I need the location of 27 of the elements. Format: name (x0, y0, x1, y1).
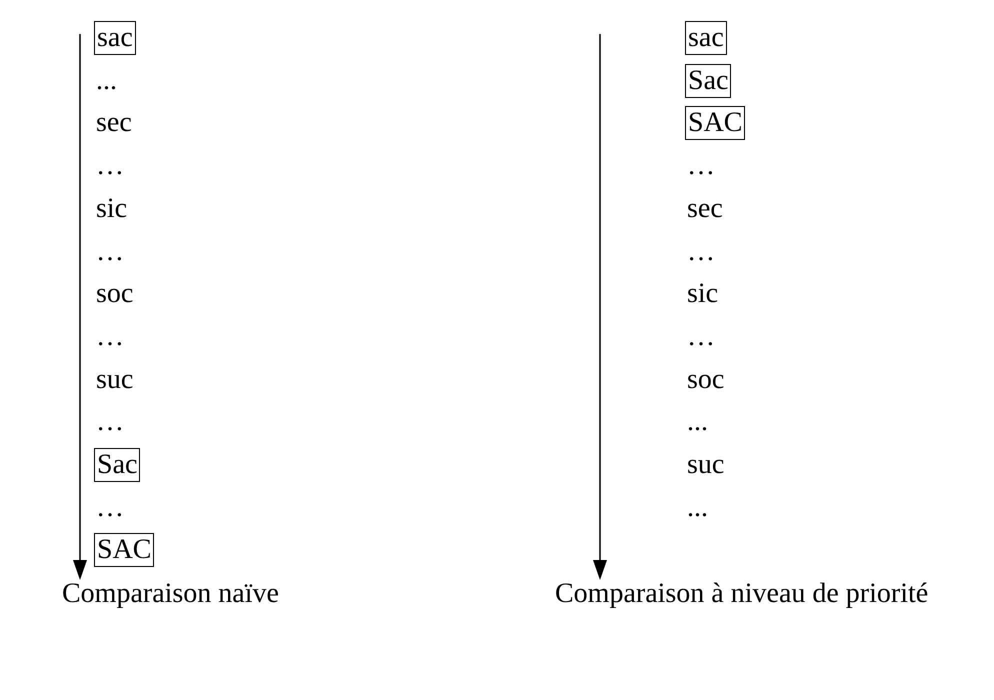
boxed-word: sac (685, 21, 727, 55)
word: … (96, 236, 124, 268)
caption: Comparaison naïve (62, 578, 279, 610)
word: … (96, 150, 124, 182)
word: sec (96, 107, 132, 140)
word: soc (96, 278, 134, 310)
caption: Comparaison à niveau de priorité (555, 578, 928, 610)
boxed-word: sac (94, 21, 136, 55)
word: sic (96, 192, 128, 225)
word: … (96, 492, 124, 524)
word: … (96, 406, 124, 438)
word: … (687, 150, 715, 182)
boxed-word: Sac (685, 64, 732, 98)
word: sic (687, 278, 718, 310)
word: … (687, 236, 715, 268)
word: ... (687, 492, 708, 524)
boxed-word: SAC (94, 533, 154, 568)
boxed-word: Sac (94, 448, 140, 482)
word: sec (687, 192, 723, 225)
boxed-word: SAC (685, 106, 746, 140)
word: soc (687, 364, 724, 396)
word: … (687, 320, 715, 353)
word: ... (687, 406, 708, 438)
word: suc (96, 364, 134, 396)
word: ... (96, 64, 117, 97)
word: … (96, 320, 124, 353)
word: suc (687, 449, 724, 481)
